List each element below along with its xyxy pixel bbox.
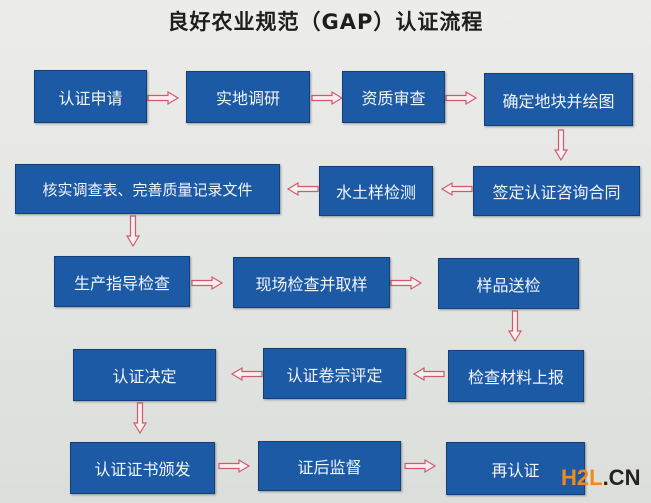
arrow-left-icon [231,367,263,381]
watermark-h2l: H2L [561,465,603,490]
step-14-box: 认证证书颁发 [70,442,215,494]
arrow-right-icon [191,276,223,290]
step-3-box: 资质审查 [342,71,445,123]
arrow-left-icon [287,182,319,196]
step-6-box: 水土样检测 [319,166,433,216]
arrow-down-icon [133,402,147,434]
arrow-left-icon [413,367,445,381]
arrow-right-icon [311,91,343,105]
step-1-box: 认证申请 [34,70,147,123]
arrow-right-icon [445,91,477,105]
step-2-box: 实地调研 [186,71,310,123]
arrow-down-icon [508,310,522,342]
arrow-right-icon [390,276,422,290]
step-8-box: 生产指导检查 [54,256,190,307]
arrow-right-icon [404,459,436,473]
step-10-box: 样品送检 [438,258,579,309]
step-7-box: 核实调查表、完善质量记录文件 [15,164,280,214]
step-9-box: 现场检查并取样 [233,257,390,308]
watermark-logo: H2L.CN [561,465,640,491]
step-16-box: 再认证 [446,442,585,495]
step-13-box: 认证决定 [73,349,216,401]
step-11-box: 检查材料上报 [448,350,584,402]
step-4-box: 确定地块并绘图 [484,73,633,126]
arrow-down-icon [554,129,568,161]
arrow-down-icon [126,215,140,247]
step-12-box: 认证卷宗评定 [263,348,406,399]
step-15-box: 证后监督 [258,441,401,491]
step-5-box: 签定认证咨询合同 [473,166,640,216]
arrow-right-icon [218,459,250,473]
watermark-cn: .CN [602,465,641,490]
arrow-left-icon [441,182,473,196]
arrow-right-icon [147,91,179,105]
diagram-title: 良好农业规范（GAP）认证流程 [167,10,484,34]
